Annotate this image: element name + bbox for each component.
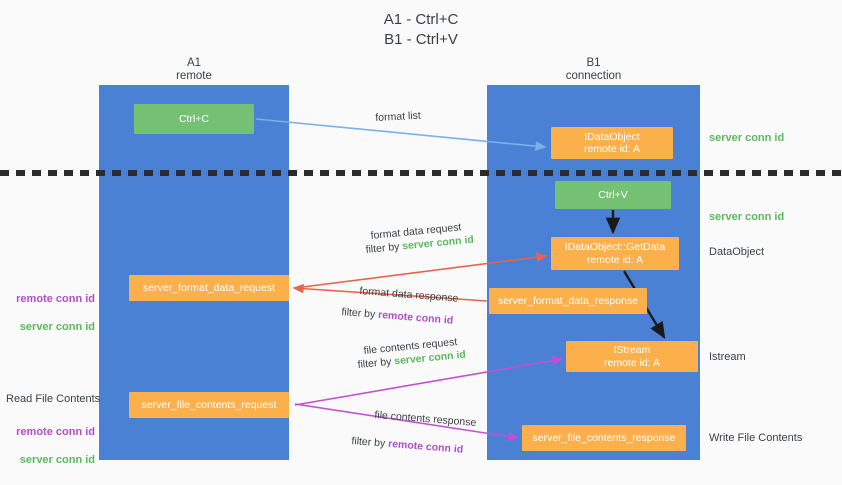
filter-key-remote-conn-id: remote conn id	[387, 437, 464, 456]
dashed-separator-line	[0, 170, 842, 176]
box-server-format-data-request[interactable]: server_format_data_request	[129, 275, 289, 301]
box-ctrl-c[interactable]: Ctrl+C	[134, 104, 254, 134]
box-istream[interactable]: IStream remote id: A	[566, 341, 698, 372]
box-idataobject-getdata[interactable]: IDataObject::GetData remote id: A	[551, 237, 679, 270]
column-header-b1: B1 connection	[565, 57, 622, 82]
box-server-file-contents-request[interactable]: server_file_contents_request	[129, 392, 289, 418]
box-server-file-contents-response[interactable]: server_file_contents_response	[522, 425, 686, 451]
annotation-server-conn-id: server conn id	[19, 454, 95, 466]
filter-prefix: filter by	[340, 305, 379, 321]
annotation-remote-conn-id: remote conn id	[16, 426, 95, 438]
annotation-dataobject: DataObject	[709, 246, 765, 258]
page-title: A1 - Ctrl+C B1 - Ctrl+V	[383, 11, 459, 48]
filter-prefix: filter by	[365, 240, 403, 256]
annotation-conn-ids-top: remote conn id server conn id	[10, 278, 95, 348]
edge-label-file-contents-response-filter: filter by remote conn id	[351, 434, 464, 457]
annotation-server-conn-id-second: server conn id	[709, 211, 785, 223]
filter-key-remote-conn-id: remote conn id	[377, 308, 454, 327]
column-header-a1: A1 remote	[176, 57, 212, 82]
annotation-write-file-contents: Write File Contents	[709, 432, 803, 444]
filter-prefix: filter by	[357, 355, 395, 371]
edge-label-format-list: format list	[375, 109, 422, 124]
edge-label-format-data-response: format data response	[358, 284, 459, 305]
annotation-server-conn-id-top: server conn id	[709, 132, 785, 144]
edge-label-file-contents-response: file contents response	[373, 408, 477, 429]
annotation-server-conn-id: server conn id	[19, 321, 95, 333]
edge-label-format-data-response-filter: filter by remote conn id	[341, 305, 454, 328]
filter-prefix: filter by	[350, 434, 389, 450]
box-idataobject[interactable]: IDataObject remote id: A	[551, 127, 673, 159]
annotation-conn-ids-bottom: remote conn id server conn id	[10, 411, 95, 481]
annotation-remote-conn-id: remote conn id	[16, 293, 95, 305]
box-ctrl-v[interactable]: Ctrl+V	[555, 181, 671, 209]
box-server-format-data-response[interactable]: server_format_data_response	[489, 288, 647, 314]
annotation-read-file-contents: Read File Contents	[6, 393, 101, 405]
annotation-istream: Istream	[709, 351, 746, 363]
